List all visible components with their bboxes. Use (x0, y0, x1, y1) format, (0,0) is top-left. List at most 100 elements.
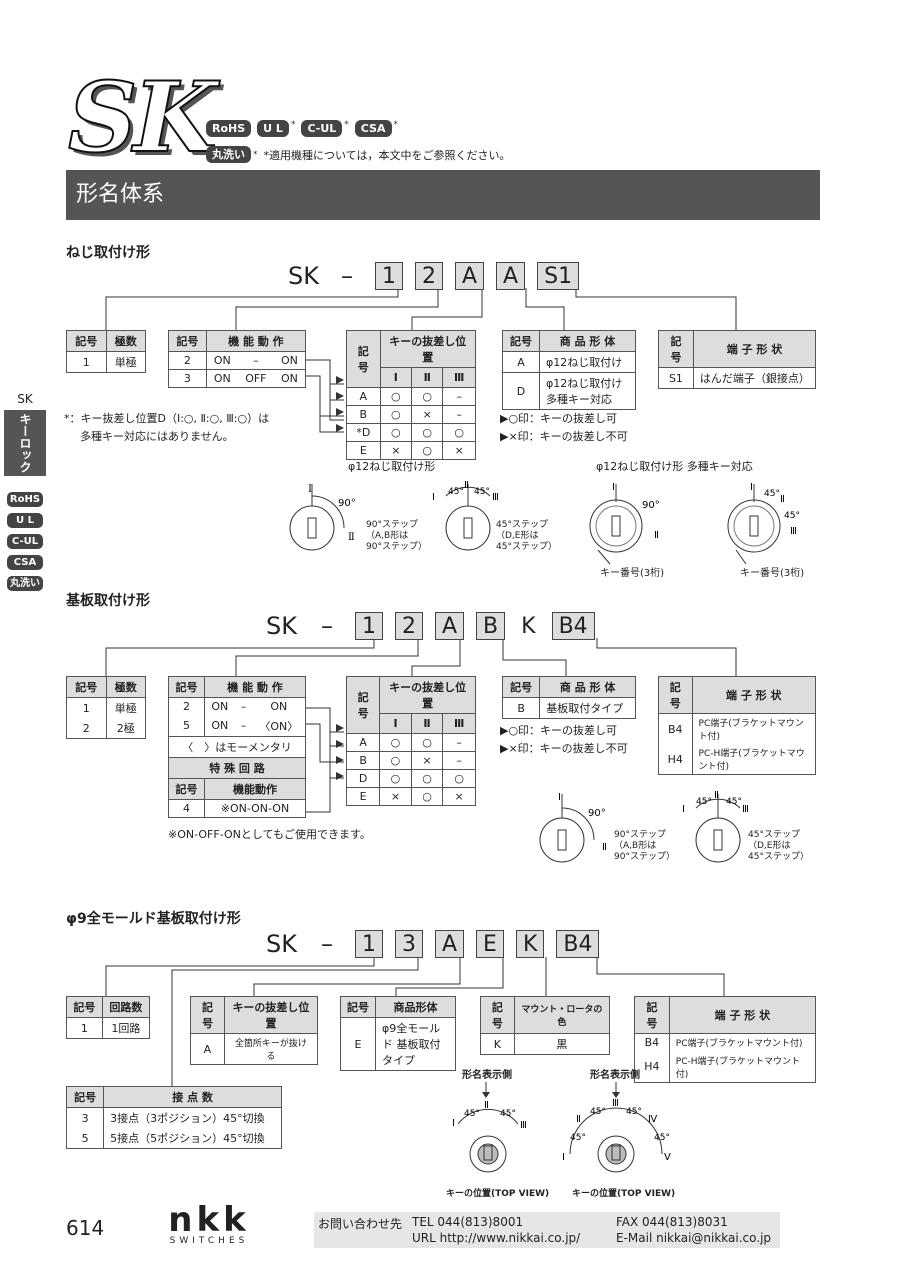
col-header: 記号 (480, 996, 515, 1034)
sec2-key-diagram-90: I 90°Ⅱ (539, 792, 607, 863)
cell: 1 (66, 697, 107, 718)
model-dash: – (340, 262, 353, 290)
page-number: 614 (66, 1216, 105, 1240)
col-header: 記号 (501, 676, 541, 698)
cell: 黒 (513, 1033, 611, 1055)
cell: ON (252, 697, 306, 716)
cell: *D (346, 423, 381, 442)
model-prefix: SK (266, 930, 297, 958)
model-part: A (434, 612, 465, 640)
cell: ○ (379, 769, 412, 788)
svg-text:Ⅲ: Ⅲ (742, 804, 749, 815)
sidebar-wash-badge: 丸洗い (7, 576, 43, 591)
svg-text:I: I (308, 484, 312, 495)
cell: 2 (66, 718, 107, 739)
note-line: 45°ステップ (496, 520, 548, 530)
section-title: 形名体系 (66, 170, 820, 220)
svg-text:45°: 45° (764, 489, 780, 499)
col-header: 記号 (346, 330, 381, 388)
svg-text:I: I (682, 804, 685, 815)
cell: ON (203, 715, 235, 737)
brand-sub: SWITCHES (169, 1236, 249, 1246)
cell: × (379, 441, 413, 460)
sec2-model-code: SK – 1 2 A B K B4 (266, 612, 595, 640)
cell: × (410, 751, 444, 770)
cell: × (411, 405, 444, 424)
cell: ○ (411, 387, 444, 406)
cell: 2 (168, 351, 207, 370)
footnote-line: 多種キー対応にはありません。 (80, 430, 234, 443)
cell: 3接点（3ポジション）45°切換 (103, 1107, 282, 1128)
cell: φ12ねじ取付け (539, 351, 636, 373)
col-header: 記号 (340, 996, 376, 1018)
cell: H4 (658, 744, 693, 775)
contact-box: お問い合わせ先 TEL 044(813)8001 FAX 044(813)803… (314, 1212, 780, 1248)
col-header: 商品形体 (375, 996, 456, 1018)
series-title: SK (67, 61, 218, 174)
col-header: 記号 (168, 777, 205, 800)
sec1-heading: ねじ取付け形 (66, 245, 150, 261)
legend-line: ▶×印：キーの抜差し不可 (500, 742, 628, 755)
col-header: 記号 (658, 676, 693, 714)
cell: ○ (379, 733, 412, 752)
cell: × (442, 441, 476, 460)
key-number-label: キー番号(3桁) (740, 568, 805, 579)
cell: 3 (65, 1107, 105, 1128)
model-part: 3 (394, 930, 423, 958)
cell: ○ (411, 441, 444, 460)
svg-text:Ⅱ: Ⅱ (714, 790, 719, 801)
sec1-model-code: SK – 1 2 A A S1 (288, 262, 580, 290)
svg-text:45°: 45° (464, 1109, 480, 1119)
col-header: Ⅱ (411, 367, 444, 388)
cell: はんだ端子（銀接点） (692, 367, 817, 389)
cell: E (345, 787, 381, 806)
col-header: キーの抜差し位置 (223, 996, 319, 1034)
col-header: 端 子 形 状 (691, 676, 817, 714)
svg-text:45°: 45° (500, 1109, 516, 1119)
col-header: Ⅱ (410, 713, 444, 734)
sidebar-csa-badge: CSA (7, 555, 43, 570)
contact-url[interactable]: URL http://www.nikkai.co.jp/ (412, 1231, 581, 1245)
sec1-legend: ▶○印：キーの抜差し可 ▶×印：キーの抜差し不可 (500, 410, 628, 446)
cell: ○ (442, 423, 476, 442)
col-header: 記号 (168, 330, 207, 352)
col-header: マウント・ロータの色 (513, 996, 611, 1034)
cell: ○ (379, 387, 413, 406)
sidebar-series: SK (17, 392, 33, 406)
name-side-label: 形名表示側 (590, 1070, 640, 1081)
cell: A (502, 351, 540, 373)
col-header: 商 品 形 体 (539, 330, 636, 352)
cell: ON (205, 351, 238, 370)
col-header: 端 子 形 状 (692, 330, 817, 368)
svg-text:Ⅲ: Ⅲ (790, 526, 797, 537)
model-part: 1 (354, 930, 383, 958)
model-prefix: SK (266, 612, 297, 640)
contact-email[interactable]: E-Mail nikkai@nikkai.co.jp (616, 1231, 772, 1245)
svg-text:Ⅳ: Ⅳ (648, 1114, 658, 1125)
model-part: K (515, 930, 545, 958)
cell: PC端子(ブラケットマウント付) (668, 1033, 817, 1052)
cell: PC-H端子(ブラケットマウント付) (691, 744, 817, 775)
col-header: 極数 (105, 676, 146, 698)
svg-text:Ⅲ: Ⅲ (612, 1098, 619, 1109)
legend-line: ▶○印：キーの抜差し可 (500, 412, 618, 425)
model-part: B4 (551, 612, 595, 640)
legend-line: ▶×印：キーの抜差し不可 (500, 430, 628, 443)
svg-text:Ⅱ: Ⅱ (464, 480, 469, 491)
col-header: 機 能 動 作 (203, 676, 307, 698)
col-header: 記号 (658, 330, 694, 368)
cell: ○ (379, 423, 413, 442)
sidebar-rohs-badge: RoHS (7, 492, 43, 507)
sec2-heading: 基板取付け形 (66, 593, 150, 609)
cell: ※ON-ON-ON (203, 798, 307, 818)
col-header: 商 品 形 体 (539, 676, 636, 698)
cell: 5 (168, 715, 205, 737)
note-line: （A,B形は (366, 531, 409, 541)
